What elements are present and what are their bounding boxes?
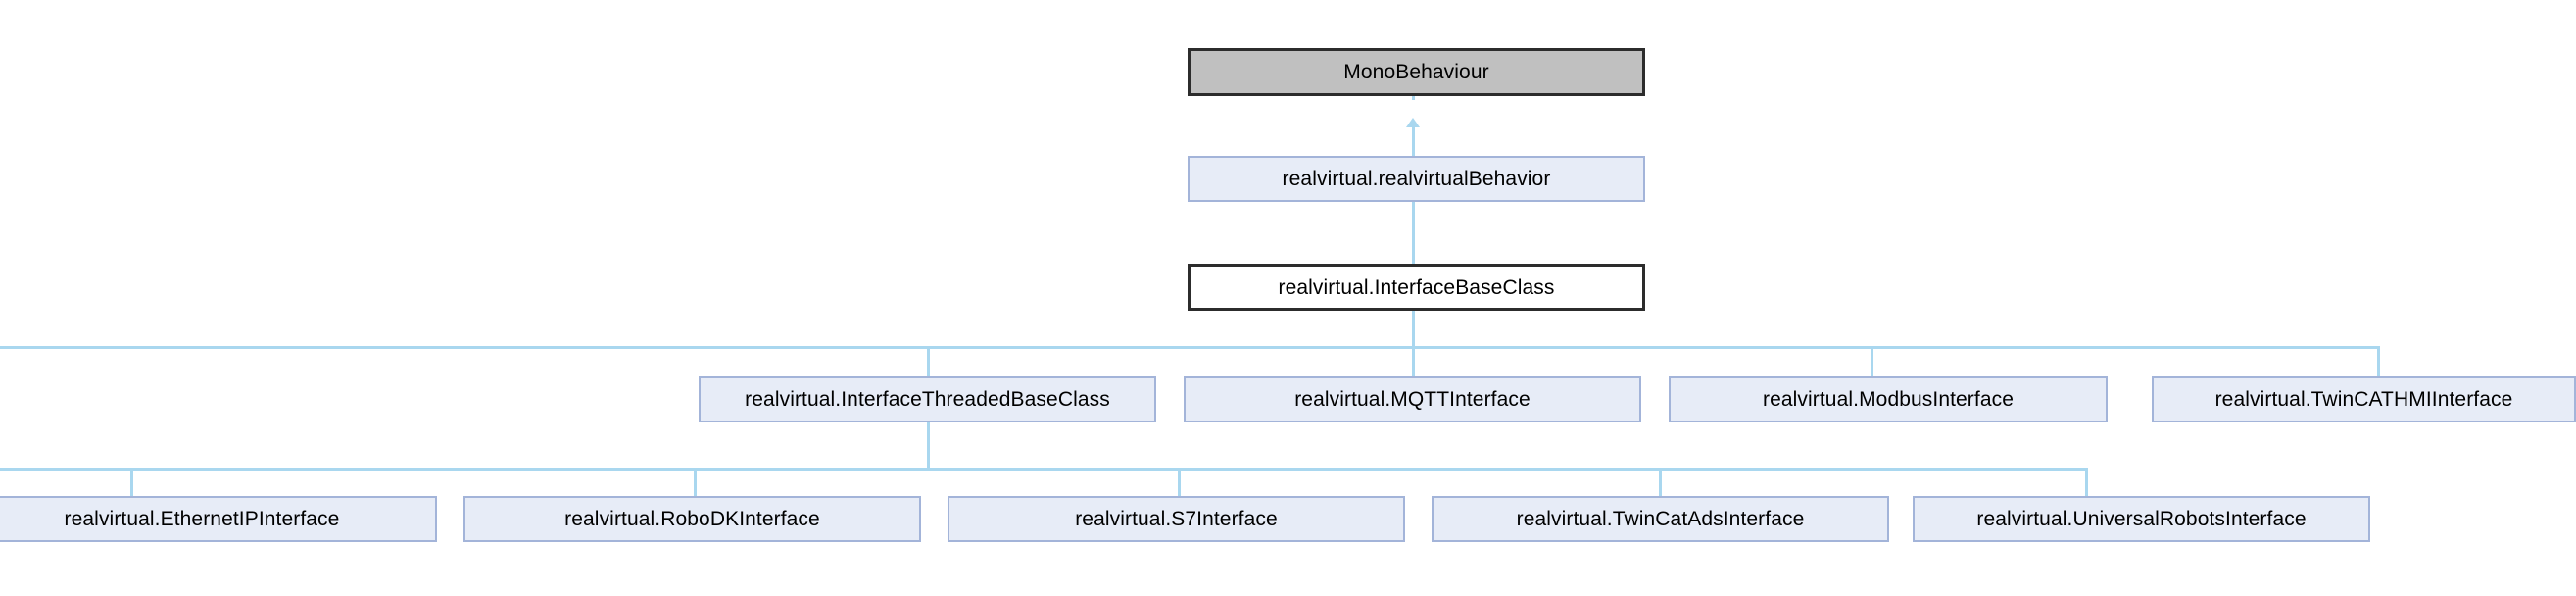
node-label: realvirtual.TwinCatAdsInterface bbox=[1516, 508, 1805, 530]
node-label: realvirtual.MQTTInterface bbox=[1294, 388, 1531, 411]
node-label: MonoBehaviour bbox=[1343, 61, 1489, 83]
row5-horizontal-bus bbox=[0, 468, 2088, 471]
row4-horizontal-bus bbox=[0, 346, 2380, 349]
node-realvirtual-mqttinterface[interactable]: realvirtual.MQTTInterface bbox=[1184, 376, 1641, 422]
edge-bus-to-modbus bbox=[1871, 346, 1873, 377]
node-label: realvirtual.realvirtualBehavior bbox=[1282, 168, 1551, 190]
row4-bus-left-tail bbox=[0, 346, 3, 349]
node-realvirtual-realvirtualbehavior[interactable]: realvirtual.realvirtualBehavior bbox=[1188, 156, 1645, 202]
node-label: realvirtual.ModbusInterface bbox=[1763, 388, 2014, 411]
edge-bus-to-twincatads bbox=[1659, 468, 1662, 497]
node-label: realvirtual.TwinCATHMIInterface bbox=[2214, 388, 2513, 411]
node-realvirtual-interfacethreadedbaseclass[interactable]: realvirtual.InterfaceThreadedBaseClass bbox=[699, 376, 1156, 422]
node-label: realvirtual.InterfaceThreadedBaseClass bbox=[745, 388, 1110, 411]
edge-bus-to-s7 bbox=[1178, 468, 1181, 497]
node-monobehaviour[interactable]: MonoBehaviour bbox=[1188, 48, 1645, 96]
node-label: realvirtual.EthernetIPInterface bbox=[64, 508, 340, 530]
node-realvirtual-universalrobotsinterface[interactable]: realvirtual.UniversalRobotsInterface bbox=[1913, 496, 2370, 542]
edge-bus-to-robodk bbox=[694, 468, 697, 497]
node-realvirtual-robodkinterface[interactable]: realvirtual.RoboDKInterface bbox=[463, 496, 921, 542]
edge-base-to-behavior bbox=[1412, 122, 1415, 166]
node-realvirtual-twincatadsinterface[interactable]: realvirtual.TwinCatAdsInterface bbox=[1432, 496, 1889, 542]
edge-bus-to-universalrobots bbox=[2085, 468, 2088, 497]
node-label: realvirtual.UniversalRobotsInterface bbox=[1976, 508, 2307, 530]
node-label: realvirtual.InterfaceBaseClass bbox=[1278, 275, 1555, 299]
edge-bus-to-mqtt bbox=[1412, 346, 1415, 377]
edge-row5-bus-stub bbox=[927, 416, 930, 470]
edge-bus-to-threaded bbox=[927, 346, 930, 377]
node-realvirtual-twincathmiinterface[interactable]: realvirtual.TwinCATHMIInterface bbox=[2152, 376, 2576, 422]
node-realvirtual-ethernetipinterface[interactable]: realvirtual.EthernetIPInterface bbox=[0, 496, 437, 542]
arrowhead-base-to-behavior bbox=[1406, 118, 1420, 127]
node-realvirtual-s7interface[interactable]: realvirtual.S7Interface bbox=[948, 496, 1405, 542]
node-realvirtual-modbusinterface[interactable]: realvirtual.ModbusInterface bbox=[1669, 376, 2108, 422]
node-label: realvirtual.RoboDKInterface bbox=[564, 508, 820, 530]
edge-bus-to-ethernetip bbox=[130, 468, 133, 497]
edge-bus-to-twincathmi bbox=[2377, 346, 2380, 377]
node-label: realvirtual.S7Interface bbox=[1075, 508, 1278, 530]
node-realvirtual-interfacebaseclass[interactable]: realvirtual.InterfaceBaseClass bbox=[1188, 264, 1645, 311]
